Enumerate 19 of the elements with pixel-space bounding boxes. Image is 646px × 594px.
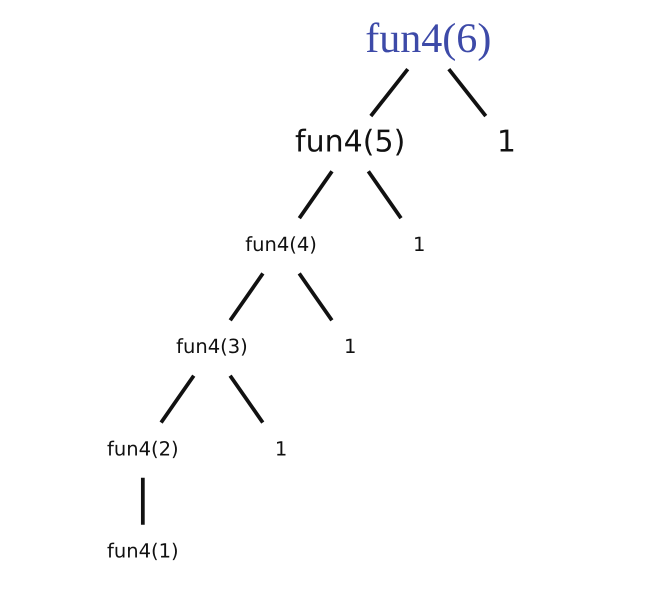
connector [368,68,409,118]
connector [366,170,402,220]
node-text: 1 [343,335,356,358]
connector [446,68,487,118]
connector [228,374,264,424]
node-text: fun4(4) [244,233,316,256]
node-text: 1 [412,233,425,256]
node-text: fun4(1) [106,540,178,563]
node-text: fun4(3) [176,335,248,358]
connector [297,170,334,220]
connector [140,478,144,525]
connector [159,374,195,424]
connector [297,272,333,322]
node-text: fun4(2) [106,437,178,460]
node-text: fun4(6) [364,16,491,62]
connector [228,272,264,322]
node-text: 1 [496,124,516,160]
node-text: fun4(5) [294,124,405,160]
node-text: 1 [274,437,287,460]
